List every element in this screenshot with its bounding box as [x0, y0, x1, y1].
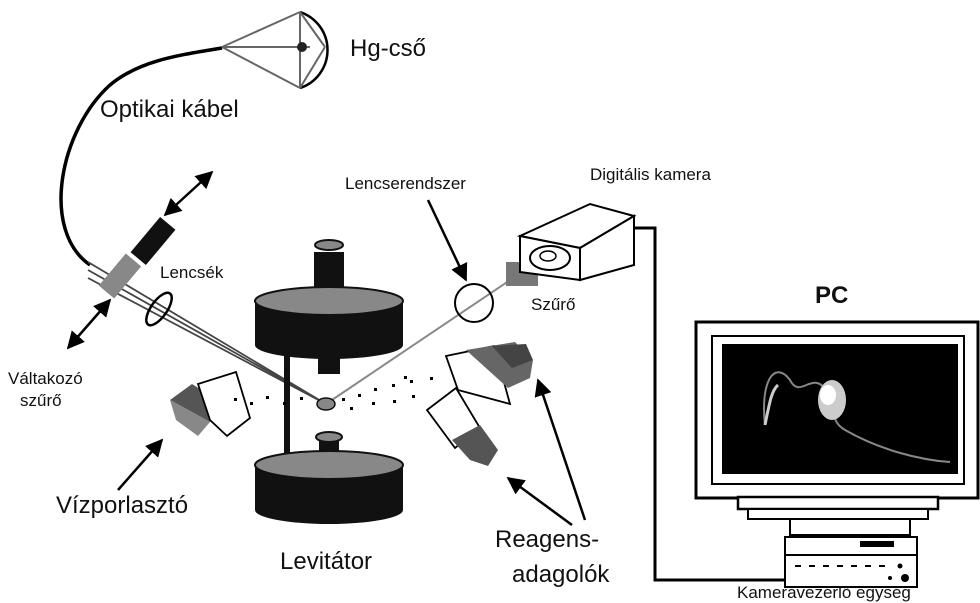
lens — [145, 291, 173, 327]
hg-tube-label: Hg-cső — [350, 35, 427, 62]
reagent-dispenser-upper — [444, 342, 533, 406]
optical-cable-label: Optikai kábel — [100, 96, 239, 123]
lens-system-arrow — [426, 199, 468, 282]
digital-camera-label: Digitális kamera — [590, 165, 711, 184]
camera-controller-label: Kameravezérlő egység — [737, 583, 911, 602]
camera-cable — [634, 226, 785, 582]
levitator-label: Levitátor — [280, 548, 373, 575]
pc-monitor — [694, 320, 980, 536]
alternating-filter — [98, 253, 142, 299]
levitator — [254, 239, 404, 524]
pc-label: PC — [815, 282, 849, 309]
reagent-arrow-1 — [534, 378, 587, 521]
reagent-dispenser-lower — [425, 386, 498, 466]
filter-block-dark — [130, 216, 176, 266]
filter-move-arrow-lower — [66, 298, 112, 350]
lens-system-label: Lencserendszer — [345, 174, 466, 193]
reagent-arrow-2 — [506, 476, 573, 527]
digital-camera — [516, 202, 637, 282]
alternating-filter-label-line2: szűrő — [20, 391, 62, 410]
lenses-label: Lencsék — [160, 263, 224, 282]
reagent-dispensers-label-line1: Reagens- — [495, 526, 600, 553]
hg-lamp — [221, 10, 329, 90]
spray-dots — [234, 376, 433, 410]
lens-system-circle — [454, 283, 494, 323]
reagent-dispensers-label-line2: adagolók — [512, 561, 610, 588]
filter-move-arrow-upper — [163, 170, 214, 217]
filter-label: Szűrő — [531, 295, 576, 314]
water-atomizer — [170, 370, 252, 438]
alternating-filter-label-line1: Váltakozó — [8, 369, 83, 388]
atomizer-arrow — [117, 438, 164, 491]
water-atomizer-label: Vízporlasztó — [56, 492, 189, 519]
optical-cable — [59, 46, 223, 267]
camera-controller-unit — [784, 536, 918, 588]
